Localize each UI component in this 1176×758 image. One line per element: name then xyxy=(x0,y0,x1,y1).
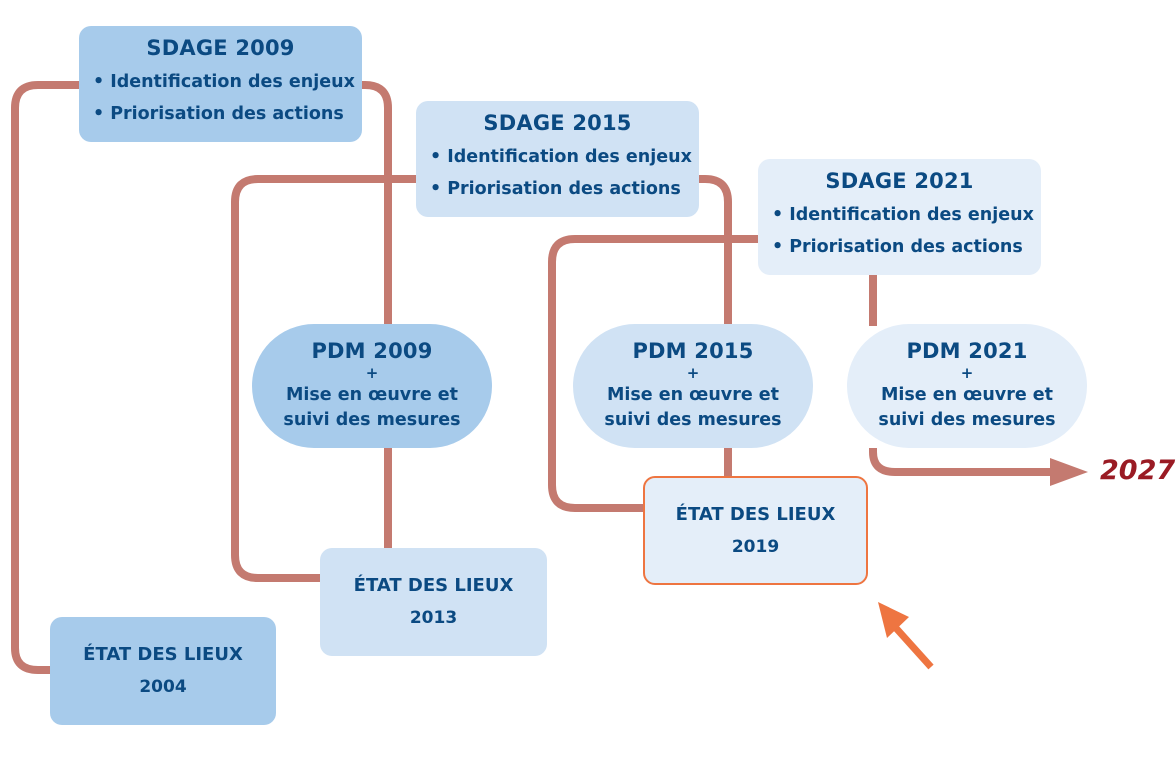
etat-2013-box: ÉTAT DES LIEUX 2013 xyxy=(320,548,547,656)
etat-2019-year: 2019 xyxy=(731,536,780,557)
sdage-2021-item-actions: Priorisation des actions xyxy=(772,231,1041,263)
connector-sdage-2009-outer xyxy=(11,81,80,674)
connector-sdage-2015-outer xyxy=(231,175,418,582)
sdage-2015-title: SDAGE 2015 xyxy=(483,111,632,135)
sdage-2009-list: Identification des enjeux Priorisation d… xyxy=(79,66,362,130)
sdage-2015-item-actions: Priorisation des actions xyxy=(430,173,699,205)
pointer-arrow-shaft xyxy=(892,624,934,670)
pdm-2015-plus: + xyxy=(686,364,700,382)
etat-2004-label: ÉTAT DES LIEUX xyxy=(83,644,243,665)
connector-sdage-2015-to-pdm-2015 xyxy=(697,175,732,326)
pdm-2009-plus: + xyxy=(365,364,379,382)
pointer-arrow xyxy=(878,602,934,670)
etat-2004-box: ÉTAT DES LIEUX 2004 xyxy=(50,617,276,725)
pdm-2009-title: PDM 2009 xyxy=(311,339,433,363)
etat-2013-label: ÉTAT DES LIEUX xyxy=(353,575,514,596)
sdage-2009-item-enjeux: Identification des enjeux xyxy=(93,66,362,98)
connector-sdage-2021-outer xyxy=(548,235,758,512)
etat-2004-year: 2004 xyxy=(139,677,187,697)
arrow-head-2027 xyxy=(1050,458,1088,486)
sdage-2009-item-actions: Priorisation des actions xyxy=(93,98,362,130)
pdm-2021-title: PDM 2021 xyxy=(906,339,1028,363)
pdm-2009-desc-line2: suivi des mesures xyxy=(283,410,461,430)
etat-2013-year: 2013 xyxy=(409,608,458,628)
pdm-2009-desc-line1: Mise en œuvre et xyxy=(285,385,459,405)
pdm-2021-plus: + xyxy=(960,364,974,382)
sdage-2009-title: SDAGE 2009 xyxy=(146,36,295,60)
sdage-2009-box: SDAGE 2009 Identification des enjeux Pri… xyxy=(79,26,362,142)
sdage-2021-item-enjeux: Identification des enjeux xyxy=(772,199,1041,231)
pdm-2021-box: PDM 2021 + Mise en œuvre et suivi des me… xyxy=(847,324,1087,448)
pdm-2015-title: PDM 2015 xyxy=(632,339,754,363)
pdm-2021-desc-line2: suivi des mesures xyxy=(878,410,1056,430)
sdage-2021-title: SDAGE 2021 xyxy=(825,169,974,193)
pdm-2015-desc-line2: suivi des mesures xyxy=(604,410,782,430)
etat-2019-label: ÉTAT DES LIEUX xyxy=(675,503,836,525)
pdm-2015-box: PDM 2015 + Mise en œuvre et suivi des me… xyxy=(573,324,813,448)
sdage-2021-list: Identification des enjeux Priorisation d… xyxy=(758,199,1041,263)
pdm-2009-box: PDM 2009 + Mise en œuvre et suivi des me… xyxy=(252,324,492,448)
connector-pdm-2021-to-2027 xyxy=(869,448,1055,476)
sdage-2021-box: SDAGE 2021 Identification des enjeux Pri… xyxy=(758,159,1041,275)
end-year-label: 2027 xyxy=(1100,455,1176,486)
sdage-2015-box: SDAGE 2015 Identification des enjeux Pri… xyxy=(416,101,699,217)
pointer-arrow-head xyxy=(878,602,909,638)
pdm-2021-desc-line1: Mise en œuvre et xyxy=(880,385,1054,405)
connector-sdage-2009-to-pdm-2009 xyxy=(360,81,392,326)
etat-2019-box: ÉTAT DES LIEUX 2019 xyxy=(643,476,868,585)
sdage-2015-item-enjeux: Identification des enjeux xyxy=(430,141,699,173)
sdage-2015-list: Identification des enjeux Priorisation d… xyxy=(416,141,699,205)
pdm-2015-desc-line1: Mise en œuvre et xyxy=(606,385,780,405)
